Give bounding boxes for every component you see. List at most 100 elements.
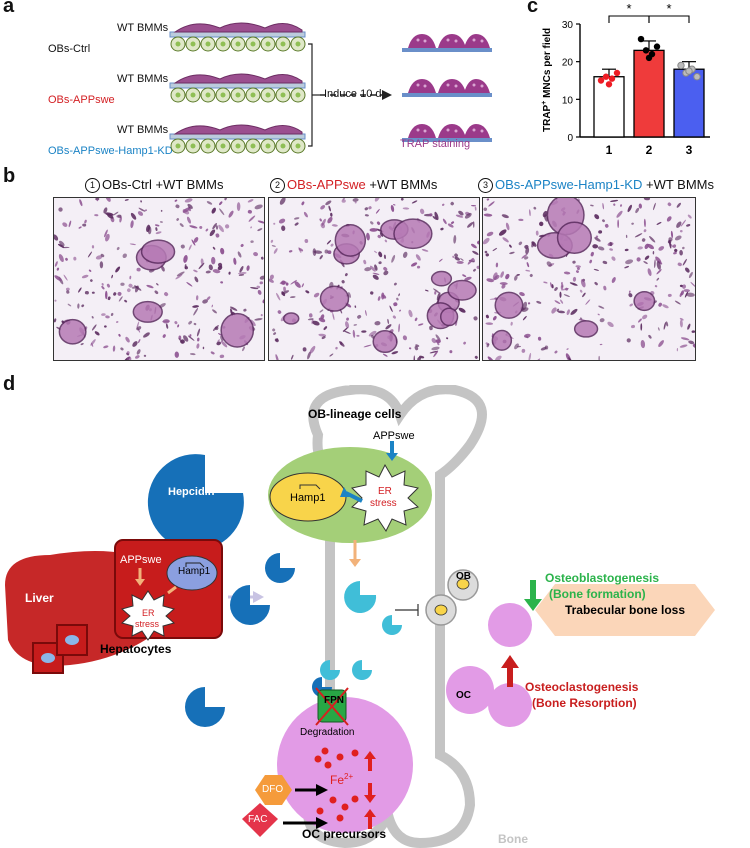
circled-number-2: 2	[270, 178, 285, 193]
row1-top-label: WT BMMs	[117, 22, 169, 34]
micrograph-2	[268, 197, 480, 361]
coculture-row-2	[169, 73, 306, 103]
data-point	[605, 81, 613, 88]
row2-side-label: OBs-APPswe	[48, 94, 115, 106]
data-point	[637, 35, 645, 43]
hep-hamp1-nucleus	[166, 555, 218, 591]
induce-label: Induce 10 d	[324, 88, 382, 100]
data-point	[597, 77, 605, 84]
circled-number-3: 3	[478, 178, 493, 193]
ob-appswe-label: APPswe	[373, 430, 415, 442]
trap-staining-label: TRAP staining	[400, 138, 471, 150]
data-point	[693, 73, 701, 81]
row2-top-label: WT BMMs	[117, 73, 169, 85]
x-tick-label-1: 1	[606, 143, 613, 157]
oc-precursor-cell	[277, 697, 413, 833]
oc-label: OC	[456, 690, 471, 701]
liver-label: Liver	[25, 591, 54, 605]
green-down-arrow	[524, 580, 542, 611]
y-tick-label: 30	[562, 20, 574, 31]
sig-star-1: *	[626, 1, 631, 16]
data-point	[677, 61, 685, 70]
hepcidin-label: Hepcidin	[168, 486, 215, 498]
hep-er-stress-star	[120, 590, 176, 641]
red-up-arrow	[501, 655, 519, 687]
bracket	[308, 43, 313, 147]
sig-bracket-2	[648, 15, 690, 23]
title2-suffix: +WT BMMs	[365, 177, 438, 192]
hep-stress-label: stress	[135, 619, 160, 629]
oc-cell-3	[488, 683, 532, 727]
hep-hamp1-label: Hamp1	[178, 566, 211, 577]
title1-suffix: +WT BMMs	[151, 177, 224, 192]
x-tick-label-3: 3	[686, 143, 693, 157]
data-point	[685, 67, 693, 75]
data-point	[645, 54, 653, 62]
title2-group: OBs-APPswe	[287, 177, 366, 192]
ob-label: OB	[456, 571, 471, 582]
circled-number-1: 1	[85, 178, 100, 193]
fac-diamond	[242, 803, 278, 837]
bar-2	[633, 49, 665, 138]
fe-label: Fe2+	[330, 772, 354, 787]
data-point	[613, 69, 621, 77]
oc-cell-2	[446, 666, 494, 714]
hepcidin-pacman	[147, 454, 244, 551]
data-point	[653, 43, 661, 50]
ob-stress-label: stress	[370, 498, 397, 509]
trabecular-box	[535, 584, 715, 636]
ob-er-stress-star	[350, 463, 420, 532]
title3-group: OBs-APPswe-Hamp1-KD	[495, 177, 643, 192]
y-tick-label: 10	[562, 95, 574, 106]
trabecular-label: Trabecular bone loss	[564, 603, 686, 617]
hepcidin-bound-group	[320, 581, 402, 680]
data-point	[642, 47, 650, 54]
hepatocytes-label: Hepatocytes	[100, 642, 172, 656]
trap-dish-2	[402, 79, 492, 97]
degradation-label: Degradation	[300, 727, 355, 738]
y-axis-label: TRAP+ MNCs per field	[541, 28, 553, 132]
data-point	[602, 73, 610, 80]
sig-bracket-1	[608, 15, 650, 23]
bone-label: Bone	[498, 832, 528, 846]
panel-a-letter: a	[3, 0, 15, 17]
fac-label: FAC	[248, 814, 268, 825]
micrograph-3	[482, 197, 696, 361]
coculture-row-3	[169, 124, 306, 154]
ob-lineage-label: OB-lineage cells	[308, 407, 402, 421]
hep-appswe-label: APPswe	[120, 554, 162, 566]
x-tick-label-2: 2	[646, 143, 653, 157]
title3-suffix: +WT BMMs	[642, 177, 714, 192]
row3-top-label: WT BMMs	[117, 124, 169, 136]
trap-dish-1	[402, 34, 492, 52]
bone-resorption-label: (Bone Resorption)	[532, 696, 637, 710]
panel-d-letter: d	[3, 373, 16, 395]
hepatocyte-small-1	[32, 642, 64, 674]
title1-group: OBs-Ctrl	[102, 177, 152, 192]
oc-precursors-label: OC precursors	[302, 827, 387, 841]
panel-d-diagram	[5, 385, 715, 848]
dfo-hexagon	[255, 775, 292, 805]
fe-arrows	[364, 751, 376, 829]
coculture-row-1	[169, 22, 306, 52]
dfo-label: DFO	[262, 784, 284, 795]
ob-er-label: ER	[378, 486, 392, 497]
hep-er-label: ER	[142, 608, 155, 618]
fpn-label: FPN	[324, 695, 344, 706]
micrograph-1	[53, 197, 265, 361]
row1-side-label: OBs-Ctrl	[48, 43, 91, 55]
data-point	[608, 75, 616, 82]
panel-a-schematic	[169, 22, 492, 154]
trap-dish-3	[402, 124, 492, 142]
y-tick-label: 0	[567, 133, 573, 144]
y-tick-label: 20	[562, 58, 574, 69]
oc-cell-1	[488, 603, 532, 647]
row3-side-label: OBs-APPswe-Hamp1-KD	[48, 145, 173, 157]
osteoclastogenesis-label: Osteoclastogenesis	[525, 680, 639, 694]
sig-star-2: *	[666, 1, 671, 16]
